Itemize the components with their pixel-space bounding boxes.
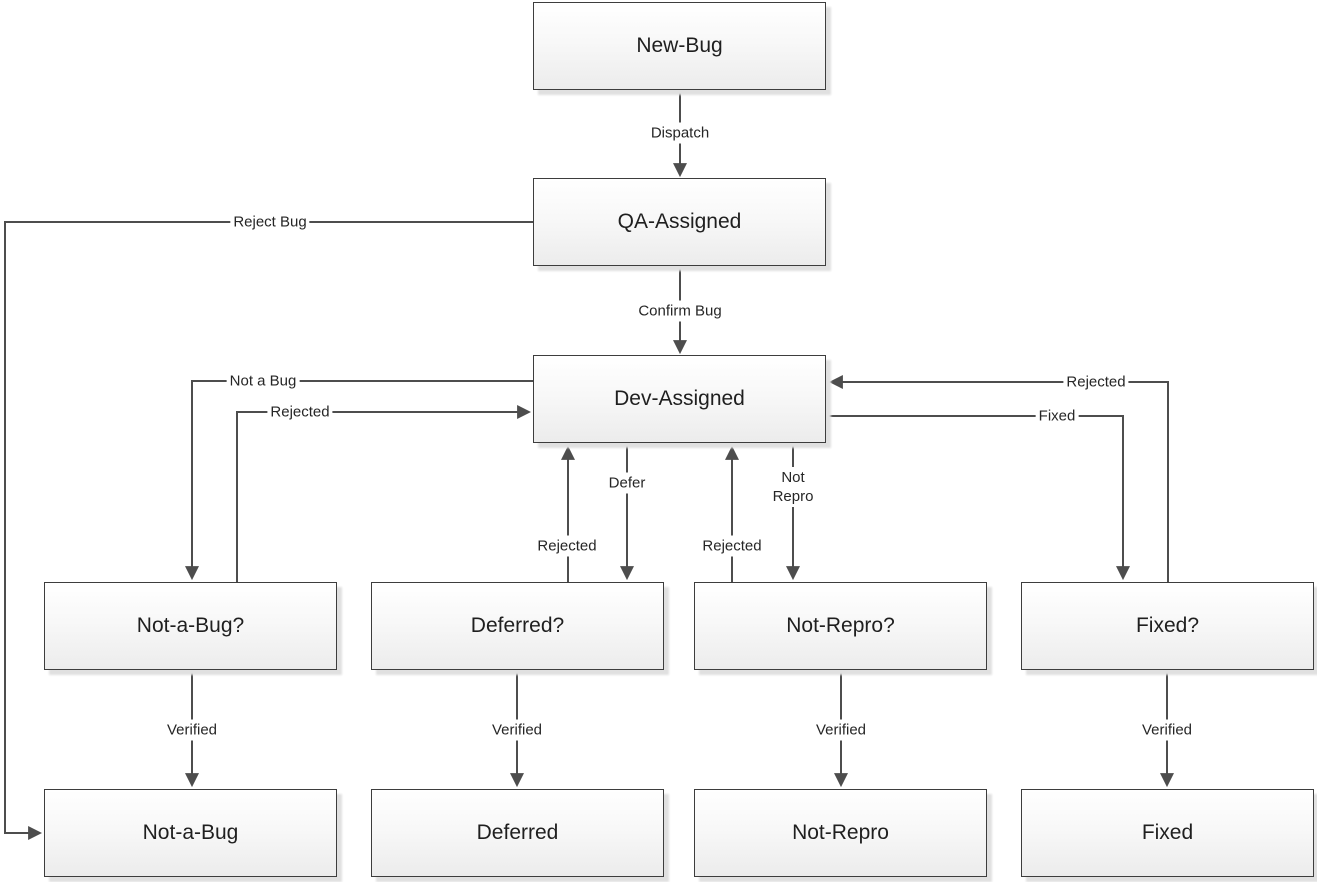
edge-label-rejected-from-not-a-bug: Rejected [267, 401, 333, 423]
edge-label-rejected-from-not-repro: Rejected [699, 535, 765, 557]
edge-label-verified-not-repro: Verified [812, 719, 870, 741]
edge-label-rejected-from-fixed: Rejected [1063, 371, 1129, 393]
edge-label-verified-fixed: Verified [1138, 719, 1196, 741]
node-new-bug: New-Bug [533, 2, 826, 90]
edge-rejectbug-qa-to-notabug [4, 221, 533, 840]
node-not-repro: Not-Repro [694, 789, 987, 877]
edge-label-dispatch: Dispatch [647, 122, 713, 144]
edge-rejected-notabugcheck-to-dev [236, 405, 532, 582]
node-dev-assigned: Dev-Assigned [533, 355, 826, 443]
edge-notabug-dev-to-notabugcheck [185, 380, 533, 581]
edge-label-not-repro: Not Repro [769, 467, 817, 507]
edge-fixed-dev-to-fixedcheck [826, 415, 1130, 581]
edge-label-rejected-from-deferred: Rejected [534, 535, 600, 557]
node-qa-assigned: QA-Assigned [533, 178, 826, 266]
edge-label-verified-not-a-bug: Verified [163, 719, 221, 741]
node-not-a-bug-check: Not-a-Bug? [44, 582, 337, 670]
edge-label-reject-bug: Reject Bug [230, 211, 310, 233]
edge-label-not-repro-line1: Not [781, 469, 805, 486]
edge-label-fixed: Fixed [1035, 405, 1079, 427]
edge-label-not-a-bug: Not a Bug [226, 370, 300, 392]
edge-label-not-repro-line2: Repro [772, 488, 814, 505]
node-deferred-check: Deferred? [371, 582, 664, 670]
node-fixed-check: Fixed? [1021, 582, 1314, 670]
edge-label-confirm-bug: Confirm Bug [635, 300, 725, 322]
edge-label-defer: Defer [605, 472, 649, 494]
node-not-repro-check: Not-Repro? [694, 582, 987, 670]
node-not-a-bug: Not-a-Bug [44, 789, 337, 877]
edge-rejected-fixedcheck-to-dev [828, 375, 1169, 582]
node-fixed: Fixed [1021, 789, 1314, 877]
edge-label-verified-deferred: Verified [488, 719, 546, 741]
node-deferred: Deferred [371, 789, 664, 877]
